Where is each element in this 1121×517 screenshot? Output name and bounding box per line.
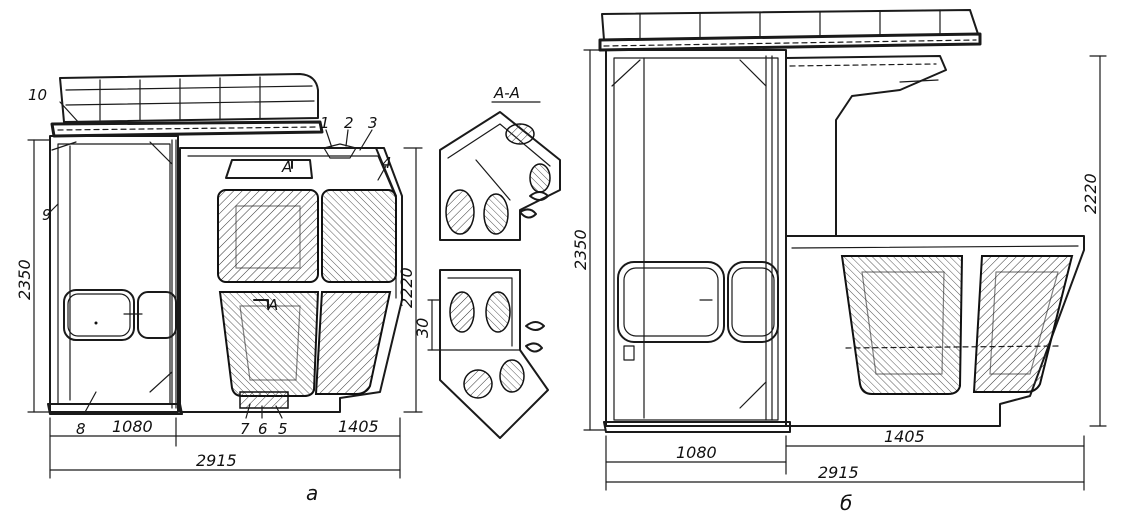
left-dim-width-left: 1080 [112, 417, 153, 436]
left-part-numbers: 1 2 3 4 5 6 7 8 9 10 [28, 86, 392, 438]
part-label-4: 4 [382, 154, 392, 172]
right-dimensions: 2350 2220 1080 1405 2915 [571, 49, 1107, 491]
right-sill [603, 421, 791, 433]
left-dim-total: 2915 [196, 451, 237, 470]
right-dim-height-right: 2220 [1081, 173, 1100, 214]
right-window-right [972, 255, 1074, 393]
part-label-6: 6 [258, 420, 268, 438]
window-panel-bl [218, 291, 320, 397]
right-upper-structure [785, 55, 947, 237]
left-door-handles [63, 289, 177, 341]
section-lower [439, 269, 549, 439]
section-upper [439, 111, 561, 241]
right-dim-width-right: 1405 [884, 427, 925, 446]
left-bottom-block [239, 391, 289, 409]
left-dim-height-right: 2220 [397, 267, 416, 308]
section-title: А-А [493, 84, 520, 102]
left-window-panels [217, 189, 397, 397]
part-label-8: 8 [76, 420, 86, 438]
section-dimension: 30 [413, 299, 441, 351]
right-door-windows [617, 261, 779, 343]
section-view: А-А [413, 84, 561, 439]
part-label-3: 3 [368, 114, 378, 132]
section-dim-30: 30 [413, 318, 432, 338]
part-label-7: 7 [240, 420, 250, 438]
left-dim-height: 2350 [15, 259, 34, 300]
left-view: А А 1 2 3 4 5 6 7 8 9 10 [15, 73, 423, 505]
left-leaders [47, 101, 387, 419]
section-mark-mid: А [267, 296, 278, 314]
window-panel-br [314, 291, 392, 395]
window-panel-tl [217, 189, 319, 283]
caption-a: а [306, 481, 318, 505]
right-window-left [840, 255, 964, 395]
right-dim-width-left: 1080 [676, 443, 717, 462]
part-label-1: 1 [320, 114, 330, 132]
left-door-sill [47, 403, 183, 415]
right-door-frame [605, 49, 787, 427]
left-roof [50, 73, 324, 138]
left-door-frame [49, 135, 179, 413]
part-label-2: 2 [344, 114, 354, 132]
right-lower-cabin [785, 235, 1085, 427]
right-dim-height: 2350 [571, 229, 590, 270]
part-label-9: 9 [42, 206, 52, 224]
window-panel-tr [321, 189, 397, 283]
part-label-5: 5 [278, 420, 288, 438]
right-dim-total: 2915 [818, 463, 859, 482]
left-section-marks: А А [253, 158, 293, 314]
caption-b: б [840, 491, 852, 515]
right-view: 2350 2220 1080 1405 2915 б [571, 9, 1107, 515]
part-label-10: 10 [28, 86, 47, 104]
right-roof [598, 9, 982, 52]
left-dim-width-right: 1405 [338, 417, 379, 436]
left-dimensions: 2350 2220 1080 1405 2915 [15, 139, 423, 479]
section-mark-top: А [281, 158, 292, 176]
